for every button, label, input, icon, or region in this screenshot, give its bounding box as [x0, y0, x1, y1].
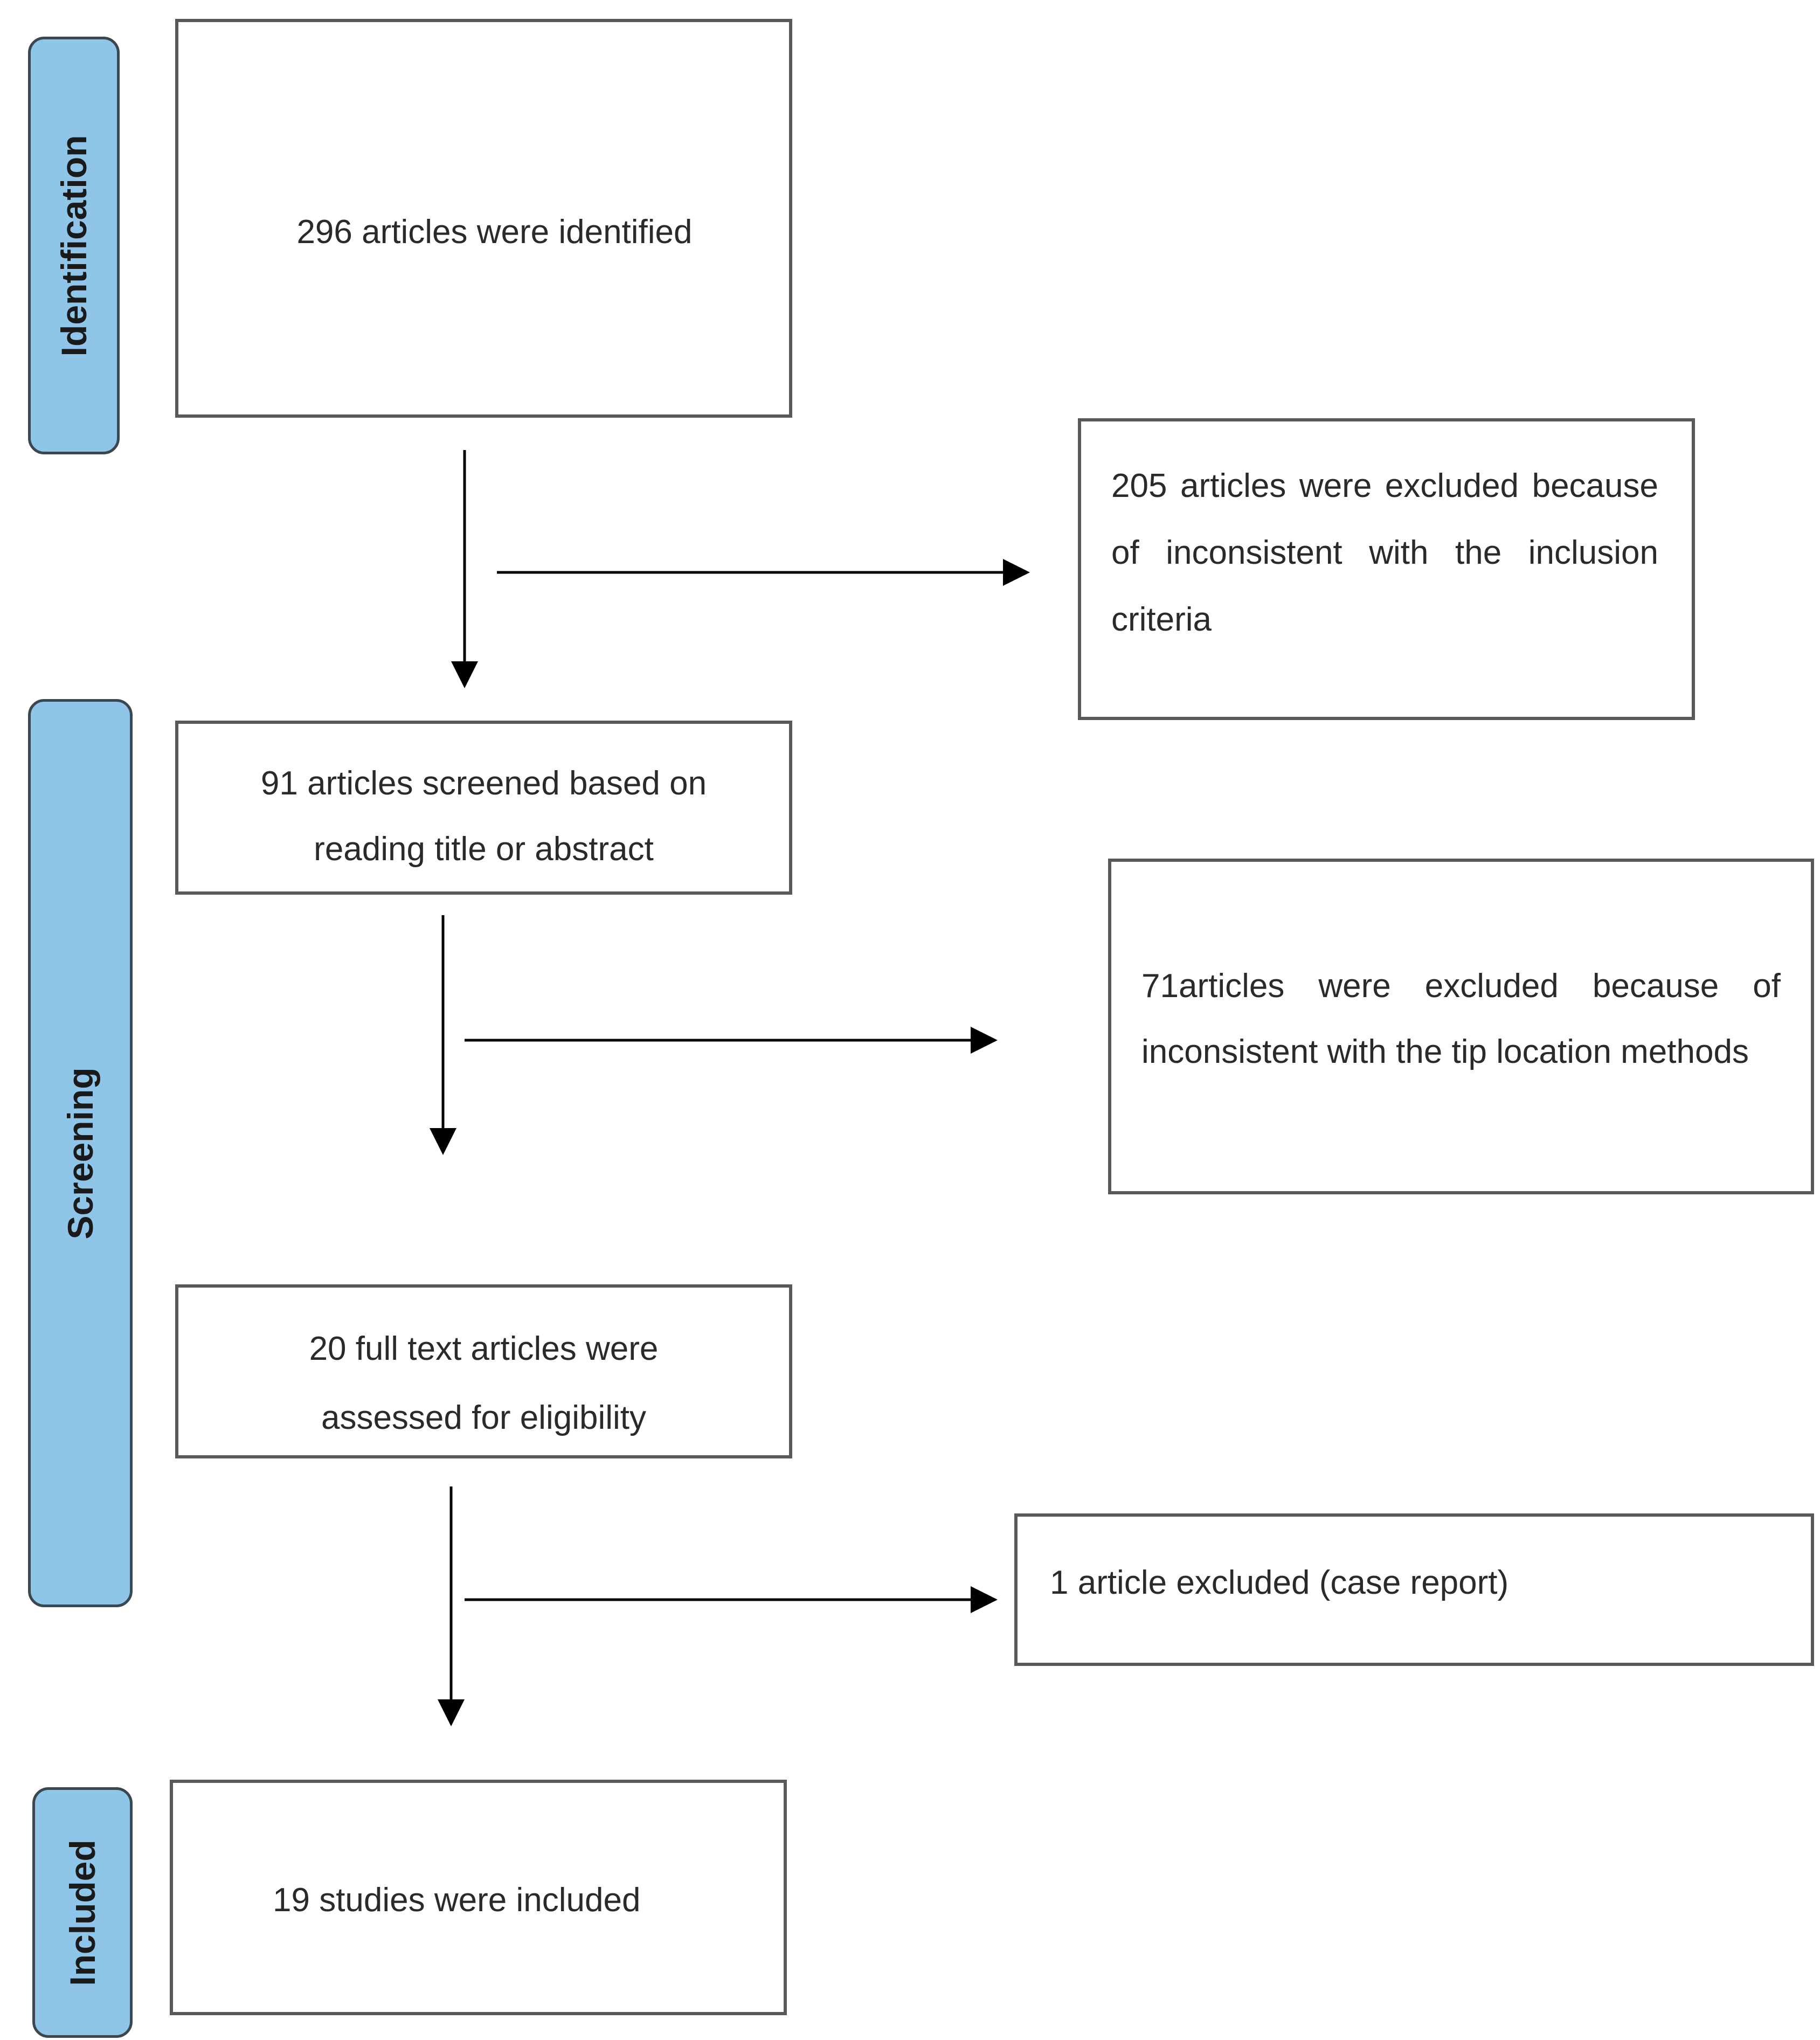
- full-text-text: 20 full text articles were assessed for …: [309, 1330, 659, 1436]
- identified-text: 296 articles were identified: [296, 213, 693, 251]
- included-text: 19 studies were included: [273, 1882, 641, 1919]
- screened-box: 91 articles screened based on reading ti…: [175, 721, 792, 895]
- excluded-tip-box: 71articles were excluded because of inco…: [1108, 859, 1814, 1194]
- phase-screening: Screening: [28, 699, 133, 1607]
- excluded-case-text: 1 article excluded (case report): [1050, 1564, 1509, 1601]
- excluded-inclusion-box: 205 articles were excluded because of in…: [1078, 418, 1695, 720]
- excluded-inclusion-text: 205 articles were excluded because of in…: [1111, 467, 1658, 638]
- excluded-tip-text: 71articles were excluded because of inco…: [1141, 967, 1781, 1070]
- phase-included: Included: [32, 1787, 133, 2038]
- included-box: 19 studies were included: [170, 1780, 787, 2015]
- phase-identification: Identification: [28, 37, 120, 454]
- full-text-box: 20 full text articles were assessed for …: [175, 1284, 792, 1458]
- excluded-case-box: 1 article excluded (case report): [1014, 1513, 1814, 1666]
- screened-text: 91 articles screened based on reading ti…: [260, 765, 707, 868]
- identified-box: 296 articles were identified: [175, 19, 792, 418]
